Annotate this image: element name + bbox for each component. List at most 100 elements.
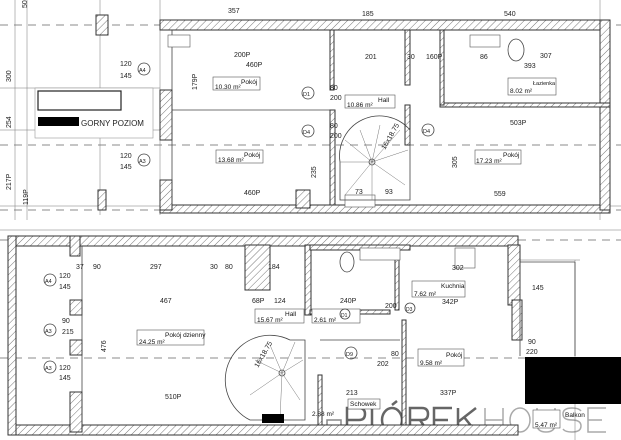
room-label-balcony: Balkon 5.47 m² [532, 409, 585, 429]
svg-text:254: 254 [6, 116, 13, 128]
svg-text:337P: 337P [440, 390, 457, 397]
svg-text:Kuchnia: Kuchnia [441, 283, 465, 290]
svg-text:A4: A4 [139, 68, 146, 74]
svg-text:90: 90 [62, 318, 70, 325]
svg-text:200: 200 [330, 95, 342, 102]
room-label-upper-2: Pokój 13.68 m² [215, 149, 264, 164]
svg-text:80: 80 [330, 123, 338, 130]
svg-text:93: 93 [385, 189, 393, 196]
svg-text:145: 145 [120, 73, 132, 80]
svg-text:50: 50 [22, 0, 29, 8]
svg-text:160P: 160P [426, 54, 443, 61]
svg-text:200: 200 [385, 303, 397, 310]
room-label-wc: 2.61 m² [311, 308, 361, 324]
redaction-bar [38, 117, 79, 126]
svg-text:13.68 m²: 13.68 m² [218, 157, 244, 164]
svg-text:A3: A3 [45, 329, 52, 335]
room-label-kitchen: Kuchnia 7.62 m² [411, 280, 466, 298]
svg-text:86: 86 [480, 54, 488, 61]
svg-text:D3: D3 [406, 307, 413, 313]
redacted-field [37, 90, 122, 111]
svg-text:302: 302 [452, 265, 464, 272]
svg-text:90: 90 [528, 339, 536, 346]
svg-text:D4: D4 [303, 130, 310, 136]
svg-text:Łazienka: Łazienka [533, 81, 556, 87]
redaction-block [525, 357, 621, 404]
svg-text:24.25 m²: 24.25 m² [139, 339, 165, 346]
svg-text:120: 120 [59, 365, 71, 372]
svg-text:68P: 68P [252, 298, 265, 305]
room-label-hall-lower: Hall 15.67 m² [254, 308, 305, 324]
redaction-bar-small [262, 414, 284, 423]
svg-text:460P: 460P [246, 62, 263, 69]
svg-text:8.02 m²: 8.02 m² [510, 88, 533, 95]
svg-text:30: 30 [407, 54, 415, 61]
stair-label-lower: 16x18.75 [254, 340, 275, 369]
svg-text:17.23 m²: 17.23 m² [476, 158, 502, 165]
dimensions-upper: 357 185 540 200P 460P 120 145 179P 120 1… [6, 0, 552, 205]
svg-text:202: 202 [377, 361, 389, 368]
svg-text:235: 235 [311, 166, 318, 178]
svg-text:2.61 m²: 2.61 m² [314, 317, 337, 324]
spiral-stair-lower: 16x18.75 [224, 334, 306, 421]
svg-text:185: 185 [362, 11, 374, 18]
svg-text:307: 307 [540, 53, 552, 60]
spiral-stair-upper: 16x18.75 [339, 115, 411, 201]
door-tags: D1 D4 D4 D9 D1 D3 [301, 86, 435, 360]
svg-text:10.30 m²: 10.30 m² [215, 84, 241, 91]
level-label: GORNY POZIOM [81, 119, 144, 128]
svg-text:297: 297 [150, 264, 162, 271]
svg-text:145: 145 [120, 164, 132, 171]
svg-text:120: 120 [59, 273, 71, 280]
svg-text:217P: 217P [6, 173, 13, 190]
svg-text:D9: D9 [346, 352, 353, 358]
svg-text:Pokój: Pokój [446, 352, 462, 359]
svg-text:80: 80 [330, 85, 338, 92]
svg-text:342P: 342P [442, 299, 459, 306]
svg-text:120: 120 [120, 61, 132, 68]
svg-text:510P: 510P [165, 394, 182, 401]
svg-text:90: 90 [93, 264, 101, 271]
svg-text:220: 220 [526, 349, 538, 356]
svg-text:503P: 503P [510, 120, 527, 127]
svg-text:30: 30 [210, 264, 218, 271]
svg-text:5.47 m²: 5.47 m² [535, 422, 558, 429]
room-label-lower-room: Pokój 9.58 m² [417, 348, 465, 367]
room-label-living-room: Pokój dzienny 24.25 m² [136, 329, 206, 346]
window-tags: A4 A3 A4 A3 A3 [43, 62, 151, 374]
svg-text:357: 357 [228, 8, 240, 15]
svg-text:145: 145 [59, 375, 71, 382]
svg-text:Hall: Hall [378, 97, 390, 104]
svg-text:7.62 m²: 7.62 m² [414, 291, 437, 298]
svg-text:Pokój dzienny: Pokój dzienny [165, 332, 206, 339]
room-label-upper-1: Pokój 10.30 m² [212, 76, 261, 91]
svg-text:305: 305 [452, 156, 459, 168]
svg-text:Schowek: Schowek [350, 401, 377, 408]
room-label-hall-upper: Hall 10.86 m² [344, 94, 396, 109]
svg-text:2.88 m²: 2.88 m² [312, 411, 335, 418]
svg-text:Hall: Hall [285, 311, 297, 318]
svg-text:467: 467 [160, 298, 172, 305]
svg-text:A4: A4 [45, 279, 52, 285]
room-label-storage: Schowek 2.88 m² [312, 398, 381, 418]
svg-text:540: 540 [504, 11, 516, 18]
svg-text:15.67 m²: 15.67 m² [257, 317, 283, 324]
svg-text:D4: D4 [423, 129, 430, 135]
svg-text:10.86 m²: 10.86 m² [347, 102, 373, 109]
svg-text:Pokój: Pokój [241, 79, 257, 86]
svg-text:145: 145 [532, 285, 544, 292]
svg-text:D1: D1 [341, 313, 348, 319]
svg-text:200P: 200P [234, 52, 251, 59]
room-label-upper-3: Pokój 17.23 m² [474, 149, 522, 165]
svg-text:Balkon: Balkon [565, 412, 585, 419]
svg-text:80: 80 [391, 351, 399, 358]
svg-text:213: 213 [346, 390, 358, 397]
dimensions-lower: 37 90 297 30 80 184 467 68P 124 120 145 … [59, 264, 544, 401]
svg-text:124: 124 [274, 298, 286, 305]
svg-text:559: 559 [494, 191, 506, 198]
svg-text:240P: 240P [340, 298, 357, 305]
svg-text:460P: 460P [244, 190, 261, 197]
svg-text:Pokój: Pokój [244, 152, 260, 159]
svg-text:9.58 m²: 9.58 m² [420, 360, 443, 367]
